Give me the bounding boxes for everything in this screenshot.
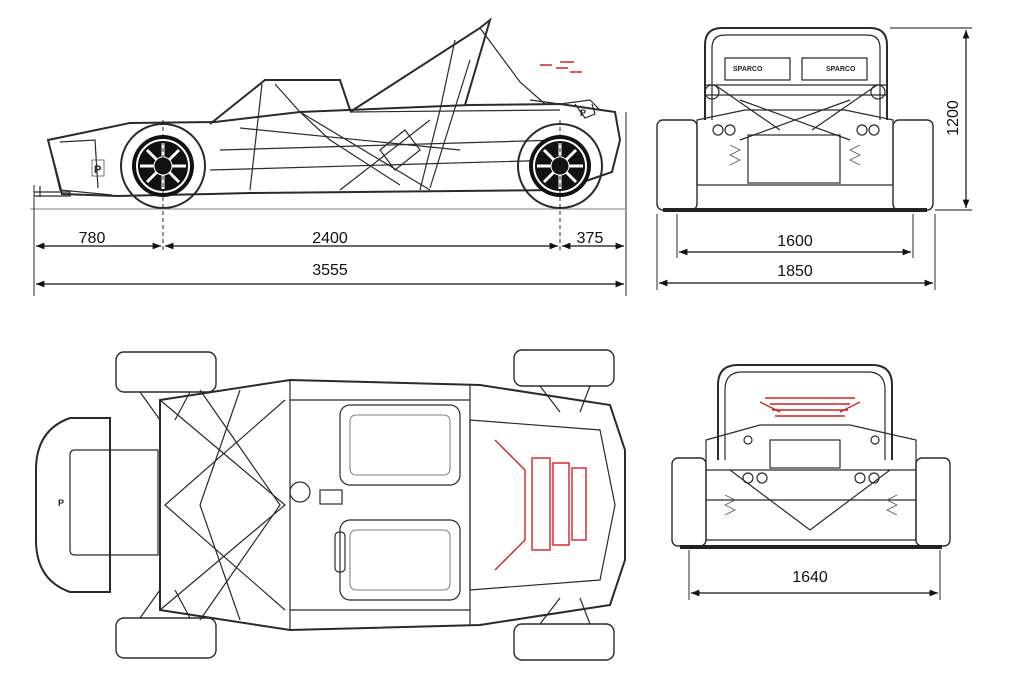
side-view: P P	[30, 17, 625, 210]
front-overhang-label: 780	[79, 230, 106, 247]
rear-overhang-label: 375	[577, 230, 604, 247]
seat-logo-left: SPARCO	[733, 66, 763, 73]
front-view: SPARCO SPARCO	[656, 27, 934, 212]
front-dimensions: 1600 1850 1200	[656, 27, 972, 290]
rear-dimensions: 1640	[688, 550, 941, 600]
overall-width-label: 1850	[777, 263, 813, 280]
track-rear-label: 1640	[792, 569, 828, 586]
wheelbase-label: 2400	[312, 230, 348, 247]
track-front-label: 1600	[777, 233, 813, 250]
height-label: 1200	[945, 100, 962, 136]
svg-text:P: P	[580, 108, 586, 118]
overall-length-label: 3555	[312, 262, 348, 279]
svg-text:P: P	[58, 498, 64, 508]
svg-text:P: P	[94, 164, 101, 176]
rear-view	[671, 364, 951, 549]
side-dimensions: 780 2400 375 3555	[33, 112, 627, 296]
seat-logo-right: SPARCO	[826, 66, 856, 73]
top-view: P	[35, 349, 626, 661]
